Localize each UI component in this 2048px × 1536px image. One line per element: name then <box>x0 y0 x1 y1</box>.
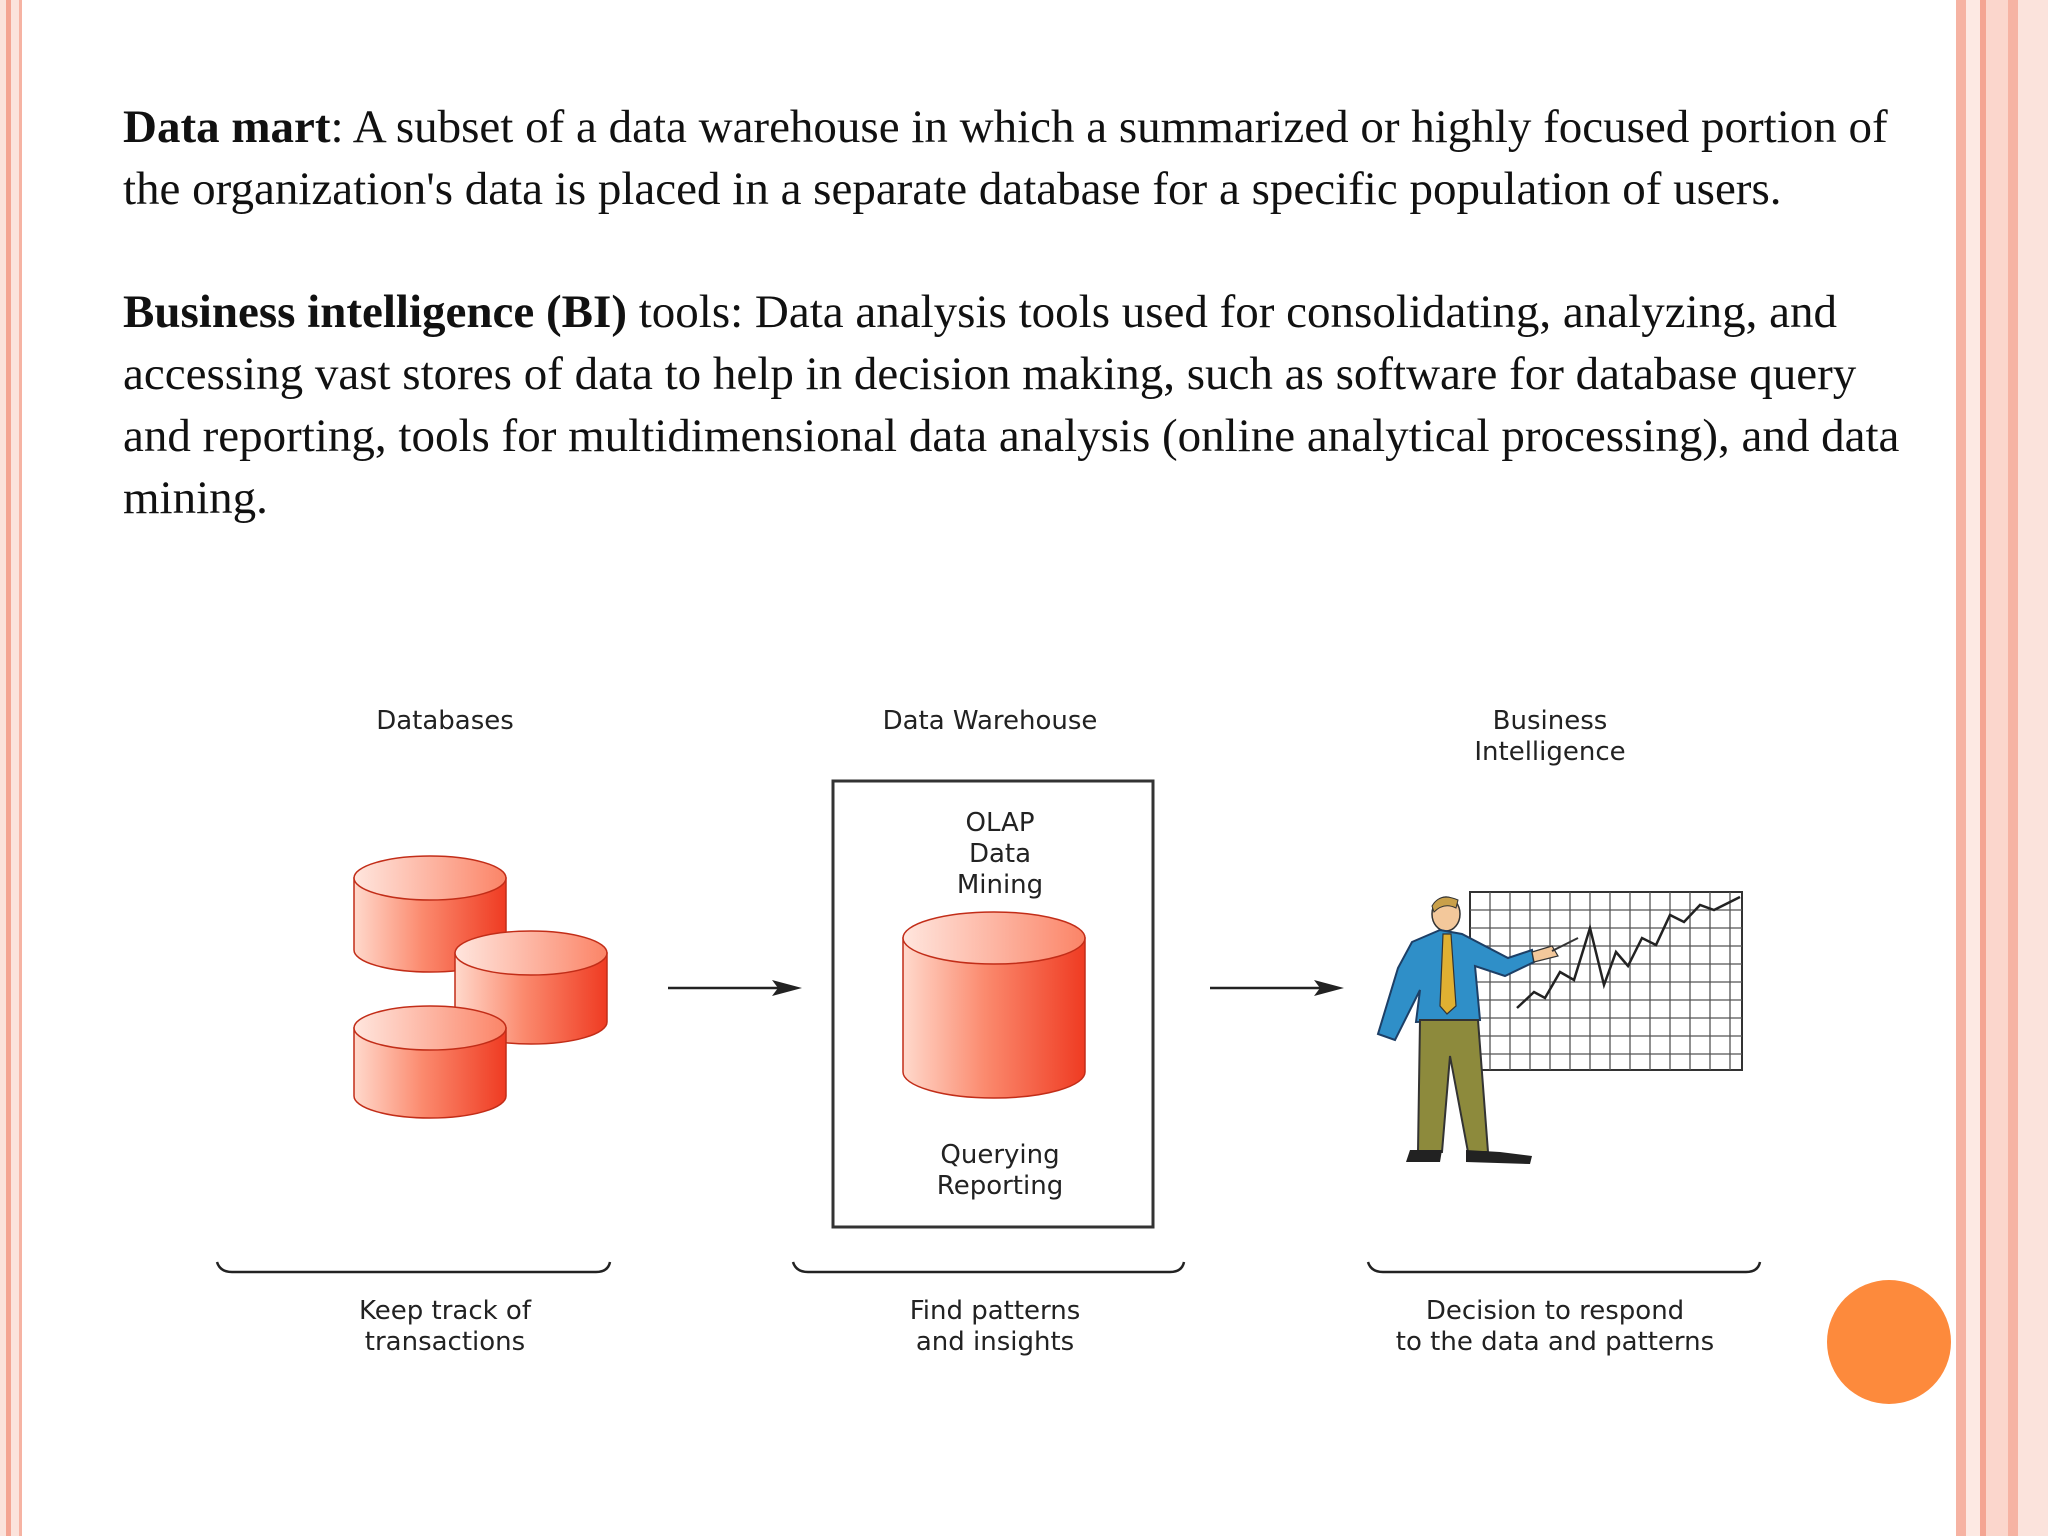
bi-chart-board <box>1469 891 1743 1071</box>
bi-title-line1: Business <box>1492 706 1608 736</box>
brace-databases <box>215 1261 612 1274</box>
warehouse-caption-line1: Find patterns <box>909 1296 1081 1326</box>
reporting-label: Reporting <box>936 1171 1064 1201</box>
arrow-to-bi <box>1210 980 1344 996</box>
bi-tools-term: Business intelligence (BI) <box>123 286 627 338</box>
databases-caption: Keep track of transactions <box>290 1296 600 1358</box>
olap-label: OLAP <box>965 808 1035 838</box>
warehouse-top-labels: OLAP Data Mining <box>880 808 1120 901</box>
databases-title: Databases <box>376 706 514 736</box>
warehouse-cylinder <box>902 911 1086 1099</box>
bi-tools-definition: tools: Data analysis tools used for cons… <box>123 286 1900 524</box>
data-mart-term: Data mart <box>123 101 331 153</box>
brace-bi <box>1366 1261 1762 1274</box>
data-mart-definition: : A subset of a data warehouse in which … <box>123 101 1888 215</box>
data-label: Data <box>968 839 1032 869</box>
warehouse-caption-line2: and insights <box>915 1327 1075 1357</box>
accent-dot <box>1827 1280 1951 1404</box>
slide-text: Data mart: A subset of a data warehouse … <box>123 96 1903 590</box>
slide-frame-right <box>1956 0 2048 1536</box>
database-cylinder-bottom <box>353 1005 507 1119</box>
business-intelligence-title: Business Intelligence <box>1400 706 1700 768</box>
mining-label: Mining <box>956 870 1044 900</box>
data-warehouse-box <box>831 779 1155 1229</box>
warehouse-bottom-labels: Querying Reporting <box>880 1140 1120 1202</box>
warehouse-caption: Find patterns and insights <box>830 1296 1160 1358</box>
databases-caption-line2: transactions <box>364 1327 526 1357</box>
bi-caption-line2: to the data and patterns <box>1395 1327 1715 1357</box>
bi-title-line2: Intelligence <box>1474 737 1626 767</box>
bi-caption: Decision to respond to the data and patt… <box>1350 1296 1760 1358</box>
data-warehouse-title: Data Warehouse <box>882 706 1098 736</box>
arrow-to-warehouse <box>668 980 802 996</box>
data-mart-paragraph: Data mart: A subset of a data warehouse … <box>123 96 1903 220</box>
slide-frame-left <box>0 0 22 1536</box>
bi-tools-paragraph: Business intelligence (BI) tools: Data a… <box>123 281 1903 529</box>
presenter-figure <box>1376 896 1579 1164</box>
bi-caption-line1: Decision to respond <box>1425 1296 1685 1326</box>
brace-warehouse <box>791 1261 1186 1274</box>
querying-label: Querying <box>940 1140 1060 1170</box>
databases-caption-line1: Keep track of <box>358 1296 531 1326</box>
